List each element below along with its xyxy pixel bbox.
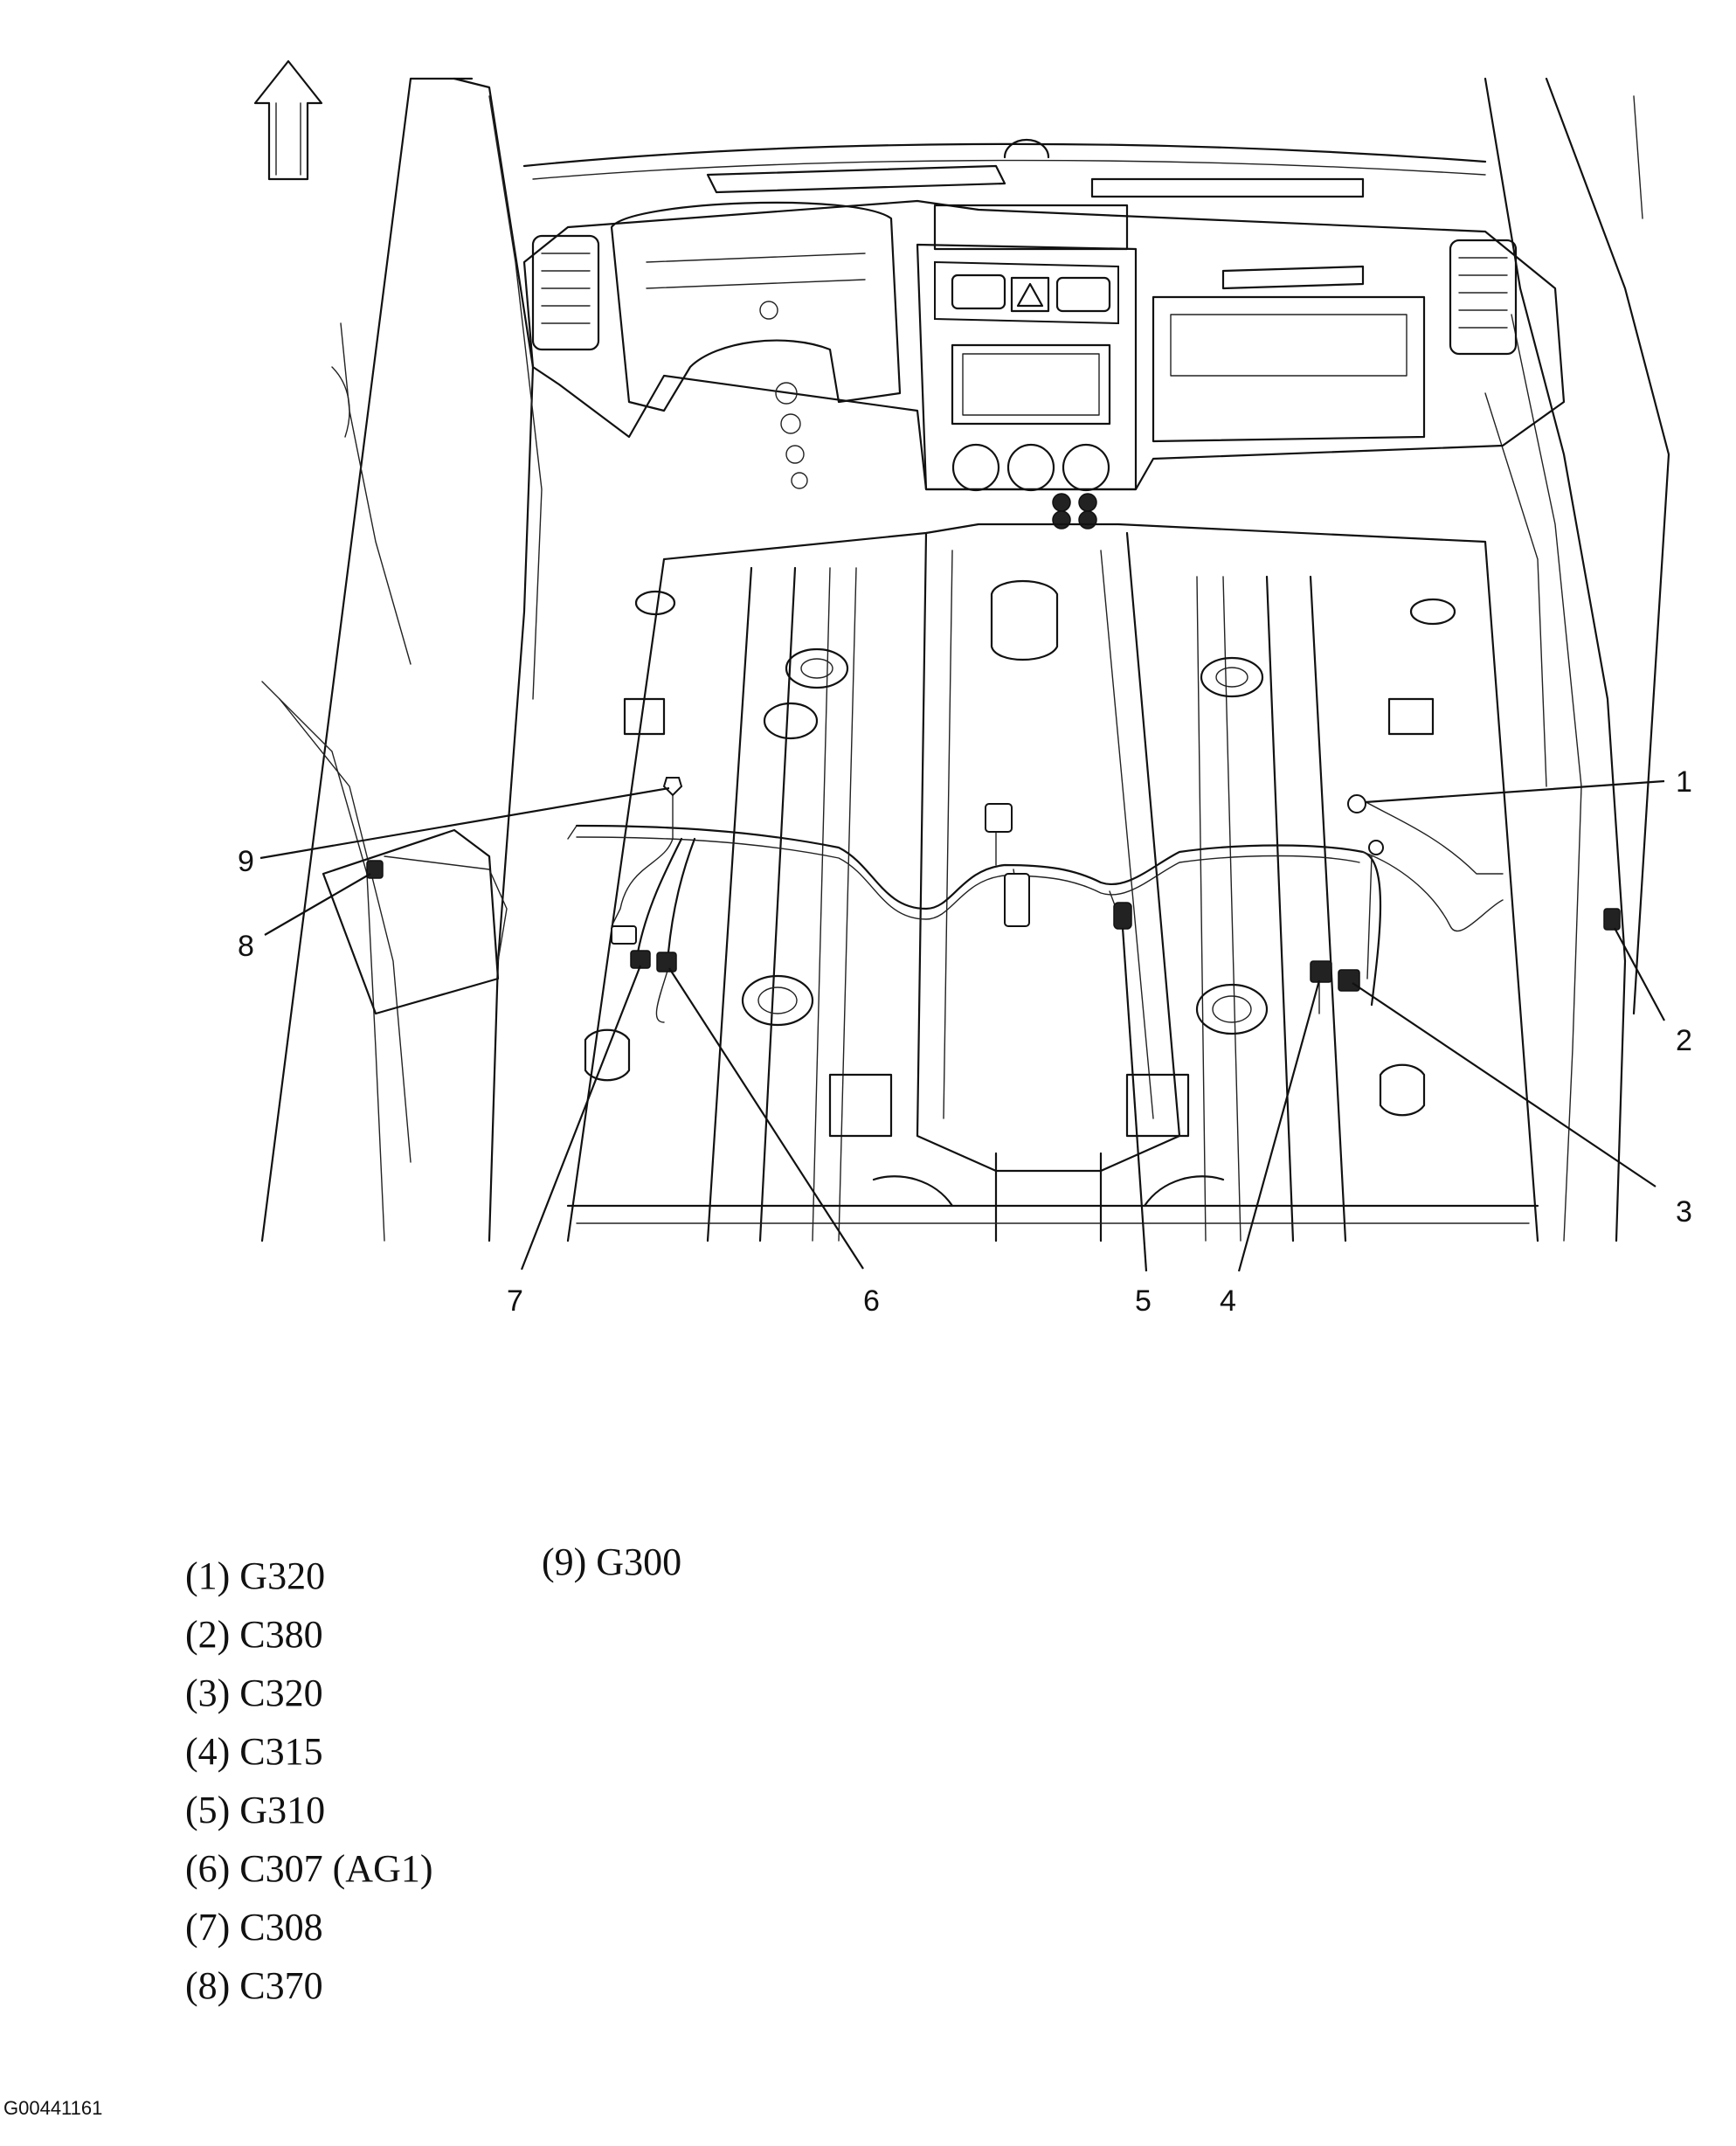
component-markers — [366, 777, 1621, 992]
leader-7 — [520, 965, 642, 1270]
vehicle-floor-wiring-diagram: 1 2 3 4 5 6 7 8 9 — [238, 59, 1692, 1318]
legend-column-1: (1) G320 (2) C380 (3) C320 (4) C315 (5) … — [185, 1547, 433, 2015]
callout-5: 5 — [1135, 1284, 1152, 1318]
legend-item-1: (1) G320 — [185, 1554, 326, 1597]
legend-item-8: (8) C370 — [185, 1964, 323, 2007]
leader-6 — [668, 967, 864, 1270]
instrument-panel — [522, 199, 1566, 530]
floor-pan — [566, 523, 1539, 1243]
legend-item-6: (6) C307 (AG1) — [185, 1847, 433, 1890]
callout-9: 9 — [238, 845, 254, 878]
leader-5 — [1121, 927, 1148, 1272]
leader-4 — [1237, 980, 1321, 1272]
up-arrow-icon — [253, 59, 323, 181]
leader-9 — [259, 786, 670, 860]
callout-numbers: 1 2 3 4 5 6 7 8 9 — [238, 765, 1692, 1318]
legend-column-2: (9) G300 — [542, 1533, 681, 1591]
leader-8 — [264, 873, 371, 936]
leader-2 — [1614, 927, 1665, 1021]
legend-item-7: (7) C308 — [185, 1906, 323, 1949]
callout-2: 2 — [1676, 1024, 1692, 1057]
cowl — [522, 138, 1487, 198]
callout-4: 4 — [1220, 1284, 1236, 1318]
callout-8: 8 — [238, 930, 254, 963]
callout-1: 1 — [1676, 765, 1692, 799]
leader-3 — [1352, 982, 1656, 1187]
legend-item-4: (4) C315 — [185, 1730, 323, 1773]
legend-item-3: (3) C320 — [185, 1672, 323, 1714]
legend-item-5: (5) G310 — [185, 1789, 326, 1831]
figure-id: G00441161 — [3, 2097, 103, 2119]
leader-1 — [1365, 779, 1665, 804]
callout-7: 7 — [507, 1284, 523, 1318]
callout-6: 6 — [863, 1284, 880, 1318]
legend-item-9: (9) G300 — [542, 1540, 682, 1583]
wiring-harness — [384, 786, 1504, 1023]
left-body-side — [260, 77, 543, 1243]
callout-leaders — [259, 779, 1665, 1272]
legend-item-2: (2) C380 — [185, 1613, 323, 1656]
callout-3: 3 — [1676, 1195, 1692, 1229]
